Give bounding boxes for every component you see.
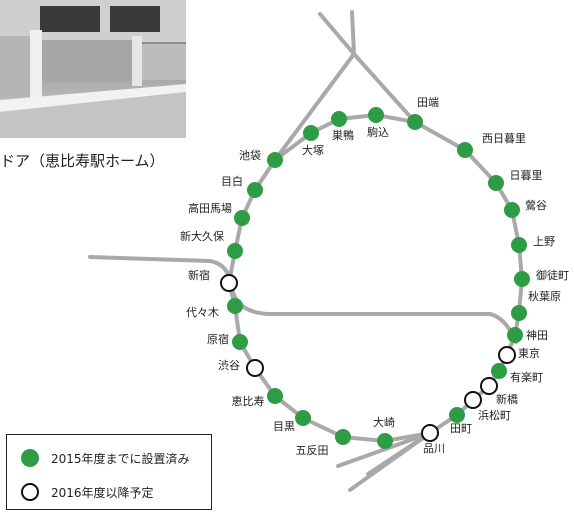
south-branch-track-c	[366, 431, 432, 476]
station-marker-installed	[232, 334, 248, 350]
legend-planned-label: 2016年度以降予定	[51, 485, 154, 500]
station-label: 高田馬場	[188, 201, 232, 215]
station-label: 巣鴨	[332, 128, 354, 142]
photo-caption: ドア（恵比寿駅ホーム）	[0, 152, 165, 170]
station-label: 目白	[221, 174, 243, 188]
station-marker-installed	[457, 142, 473, 158]
station-markers	[220, 107, 530, 449]
station-marker-installed	[488, 175, 504, 191]
station-marker-installed	[227, 298, 243, 314]
station-label: 新宿	[188, 268, 210, 282]
station-marker-planned	[464, 391, 482, 409]
station-marker-installed	[303, 125, 319, 141]
station-label: 目黒	[273, 420, 295, 433]
station-label: 御徒町	[536, 268, 569, 282]
station-marker-installed	[335, 429, 351, 445]
station-label: 日暮里	[510, 168, 543, 182]
station-label: 品川	[423, 442, 445, 455]
chuo-line-track	[88, 255, 518, 344]
station-label: 神田	[526, 328, 548, 342]
station-label: 新橋	[496, 392, 518, 406]
south-branch-track-a	[336, 431, 432, 468]
station-marker-installed	[514, 271, 530, 287]
station-label: 池袋	[239, 148, 261, 162]
legend: 2015年度までに設置済み 2016年度以降予定	[6, 434, 212, 510]
station-label: 上野	[533, 235, 555, 248]
station-label: 東京	[518, 346, 540, 360]
station-marker-planned	[246, 359, 264, 377]
station-marker-installed	[449, 407, 465, 423]
station-marker-installed	[504, 202, 520, 218]
station-marker-installed	[267, 152, 283, 168]
north-branch-track-b	[350, 10, 417, 124]
station-marker-installed	[491, 363, 507, 379]
station-label: 渋谷	[218, 359, 240, 372]
legend-installed-label: 2015年度までに設置済み	[51, 451, 190, 466]
station-label: 秋葉原	[528, 289, 561, 303]
station-marker-planned	[480, 377, 498, 395]
station-marker-installed	[247, 182, 263, 198]
planned-marker-icon	[21, 483, 39, 501]
station-label: 浜松町	[478, 408, 511, 422]
station-marker-planned	[220, 274, 238, 292]
station-marker-installed	[507, 327, 523, 343]
legend-row-planned: 2016年度以降予定	[21, 483, 154, 501]
station-marker-installed	[331, 111, 347, 127]
station-label: 原宿	[207, 332, 229, 346]
station-label: 大崎	[373, 415, 395, 429]
station-label: 代々木	[186, 306, 219, 319]
station-marker-installed	[227, 243, 243, 259]
station-marker-planned	[421, 424, 439, 442]
installed-marker-icon	[21, 449, 39, 467]
station-label: 五反田	[296, 444, 329, 457]
station-marker-installed	[407, 114, 423, 130]
station-marker-installed	[267, 388, 283, 404]
station-label: 駒込	[367, 126, 389, 139]
station-marker-installed	[368, 107, 384, 123]
station-label: 西日暮里	[482, 131, 526, 145]
station-marker-installed	[234, 210, 250, 226]
legend-row-installed: 2015年度までに設置済み	[21, 449, 190, 467]
station-label: 大塚	[302, 143, 324, 157]
station-label: 鶯谷	[525, 198, 547, 212]
station-marker-installed	[511, 237, 527, 253]
station-marker-planned	[498, 346, 516, 364]
station-label: 有楽町	[510, 370, 543, 384]
platform-door-photo	[0, 0, 186, 138]
station-label: 田町	[450, 422, 472, 435]
station-marker-installed	[377, 433, 393, 449]
station-label: 新大久保	[180, 229, 224, 243]
station-marker-installed	[295, 410, 311, 426]
station-label: 恵比寿	[232, 394, 265, 408]
station-label: 田端	[417, 96, 439, 109]
station-marker-installed	[511, 305, 527, 321]
